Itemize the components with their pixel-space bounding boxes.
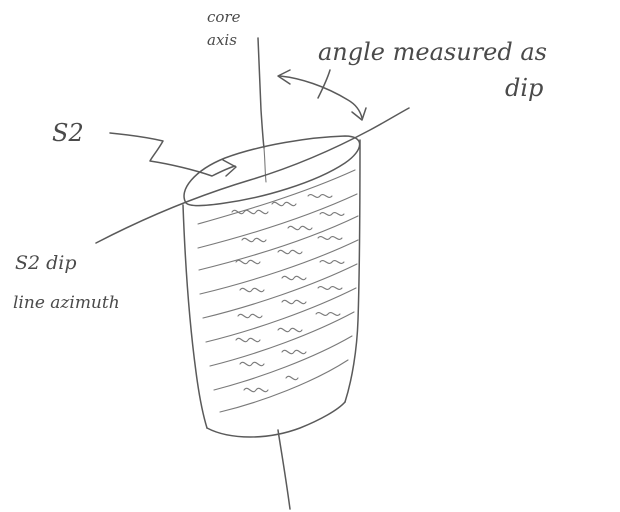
core-foliation-lines xyxy=(197,169,359,413)
angle-note-line2: dip xyxy=(505,74,543,102)
dip-angle-arrowhead-left xyxy=(277,69,291,85)
core-axis-line-inner xyxy=(263,147,267,183)
s2-dip-line-label-line1: S2 dip xyxy=(15,252,77,274)
core-axis-label-line1: core xyxy=(207,8,241,26)
dip-angle-arrowhead-right xyxy=(351,107,367,121)
s2-leader-arrow xyxy=(109,132,236,177)
dip-angle-arc xyxy=(279,75,363,119)
core-crenulation-marks xyxy=(231,194,345,393)
angle-note-line1: angle measured as xyxy=(318,38,547,66)
core-top-ellipse xyxy=(183,135,361,207)
s2-label: S2 xyxy=(52,119,84,147)
core-left-edge xyxy=(182,204,208,429)
core-axis-line-lower xyxy=(277,429,291,510)
s2-dip-line xyxy=(95,107,410,244)
angle-leader-line xyxy=(317,69,331,99)
s2-arrowhead xyxy=(222,159,237,177)
core-right-edge xyxy=(344,139,361,403)
core-axis-label-line2: axis xyxy=(207,31,237,49)
core-bottom-edge xyxy=(206,401,346,438)
s2-dip-line-label-line2: line azimuth xyxy=(13,293,120,313)
core-axis-line-upper xyxy=(257,37,265,149)
